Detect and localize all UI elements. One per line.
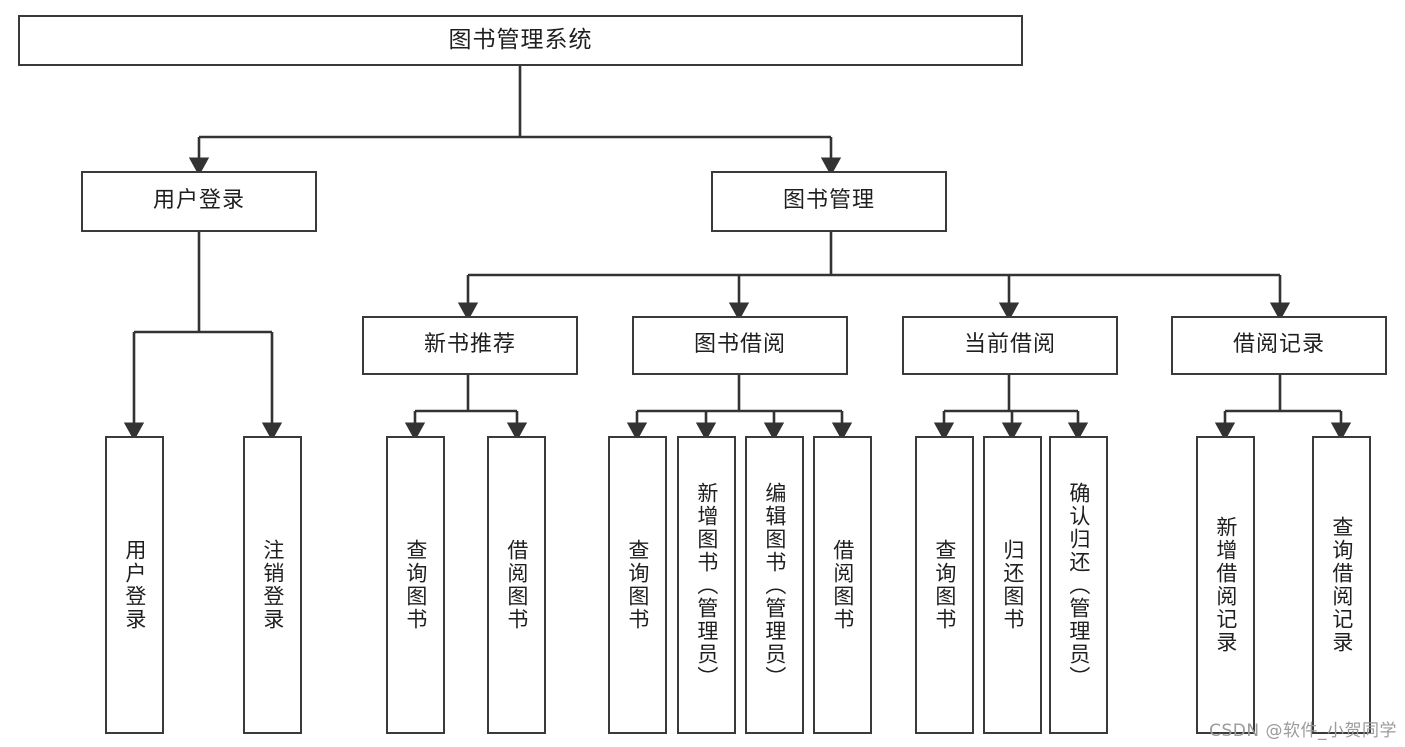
leaf-query-books-current[interactable]: 查询图书 <box>915 436 974 734</box>
node-user-login[interactable]: 用户登录 <box>81 171 317 232</box>
node-user-login-label: 用户登录 <box>152 188 245 214</box>
leaf-return-books[interactable]: 归还图书 <box>983 436 1042 734</box>
leaf-borrow-books-newbook-label: 借阅图书 <box>504 539 529 631</box>
leaf-query-books-newbook-label: 查询图书 <box>403 539 428 631</box>
leaf-query-books-borrow-label: 查询图书 <box>625 539 650 631</box>
node-book-management[interactable]: 图书管理 <box>711 171 947 232</box>
node-current-borrowing-label: 当前借阅 <box>963 332 1056 358</box>
node-book-borrowing[interactable]: 图书借阅 <box>632 316 848 375</box>
node-root-label: 图书管理系统 <box>448 26 593 53</box>
csdn-watermark: CSDN @软件_小贺同学 <box>1209 721 1397 741</box>
leaf-confirm-return-admin-label: 确认归还（管理员） <box>1066 481 1091 689</box>
leaf-borrow-books[interactable]: 借阅图书 <box>813 436 872 734</box>
leaf-borrow-books-newbook[interactable]: 借阅图书 <box>487 436 546 734</box>
leaf-edit-book-admin-label: 编辑图书（管理员） <box>762 481 787 689</box>
node-current-borrowing[interactable]: 当前借阅 <box>902 316 1118 375</box>
leaf-query-books-newbook[interactable]: 查询图书 <box>386 436 445 734</box>
node-book-borrowing-label: 图书借阅 <box>693 332 786 358</box>
leaf-user-login-label: 用户登录 <box>122 539 147 631</box>
node-book-management-label: 图书管理 <box>782 188 875 214</box>
leaf-query-borrow-record-label: 查询借阅记录 <box>1329 516 1354 654</box>
leaf-query-books-current-label: 查询图书 <box>932 539 957 631</box>
leaf-user-logout[interactable]: 注销登录 <box>243 436 302 734</box>
leaf-edit-book-admin[interactable]: 编辑图书（管理员） <box>745 436 804 734</box>
leaf-confirm-return-admin[interactable]: 确认归还（管理员） <box>1049 436 1108 734</box>
node-borrowing-records[interactable]: 借阅记录 <box>1171 316 1387 375</box>
node-new-book-recommendation[interactable]: 新书推荐 <box>362 316 578 375</box>
leaf-add-book-admin-label: 新增图书（管理员） <box>694 481 719 689</box>
node-borrowing-records-label: 借阅记录 <box>1232 332 1325 358</box>
node-new-book-recommendation-label: 新书推荐 <box>423 332 516 358</box>
leaf-user-login[interactable]: 用户登录 <box>105 436 164 734</box>
leaf-return-books-label: 归还图书 <box>1000 539 1025 631</box>
leaf-query-books-borrow[interactable]: 查询图书 <box>608 436 667 734</box>
leaf-borrow-books-label: 借阅图书 <box>830 539 855 631</box>
leaf-add-borrow-record-label: 新增借阅记录 <box>1213 516 1238 654</box>
leaf-user-logout-label: 注销登录 <box>260 539 285 631</box>
node-root-book-management-system[interactable]: 图书管理系统 <box>18 15 1023 66</box>
leaf-query-borrow-record[interactable]: 查询借阅记录 <box>1312 436 1371 734</box>
leaf-add-borrow-record[interactable]: 新增借阅记录 <box>1196 436 1255 734</box>
leaf-add-book-admin[interactable]: 新增图书（管理员） <box>677 436 736 734</box>
